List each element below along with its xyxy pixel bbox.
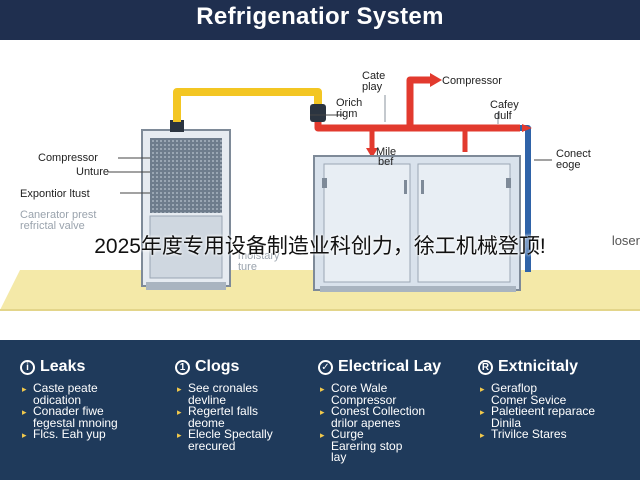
item-line: Earering stop	[331, 438, 403, 453]
label-unture: Unture	[76, 166, 110, 178]
label-mile: Mile	[376, 146, 397, 158]
item-line: Curge	[331, 427, 364, 441]
item-line: erecured	[188, 438, 236, 453]
section-clogs: 1 Clogs See cronales devline Regertel fa…	[175, 358, 335, 452]
item-line: devline	[188, 392, 227, 407]
label-dulf: dulf	[494, 110, 512, 122]
list-item: See cronales devline	[175, 381, 335, 407]
compressor-grille	[150, 138, 222, 213]
item-line: Compressor	[331, 392, 397, 407]
section-title: Leaks	[40, 358, 86, 375]
item-line: Trivilce Stares	[491, 427, 567, 441]
list-item: Conader fiwe fegestal mnoing	[20, 404, 180, 430]
list-item: Paletieent reparace Dinila	[478, 404, 638, 430]
item-line: drilor apenes	[331, 415, 401, 430]
list-item: Core Wale Compressor	[318, 381, 478, 407]
section-extnicitaly: R Extnicitaly Geraflop Comer Sevice Pale…	[478, 358, 638, 441]
section-title: Extnicitaly	[498, 358, 579, 375]
label-compressor-left: Compressor	[38, 152, 98, 164]
overlay-caption: 2025年度专用设备制造业科创力，徐工机械登顶!	[94, 235, 546, 258]
refrigeration-diagram: Compressor Unture Expontior ltust Canera…	[0, 40, 640, 336]
cabinet-cap	[170, 120, 184, 132]
troubleshooting-panel: i Leaks Caste peate odication Conader fi…	[0, 340, 640, 480]
label-conect: Conect	[556, 148, 591, 160]
item-line: Conest Collection	[331, 404, 426, 418]
page-title: Refrigenatior System	[196, 3, 444, 30]
section-title: Electrical Lay	[338, 358, 442, 375]
item-line: Caste peate	[33, 381, 98, 395]
item-line: Core Wale	[331, 381, 388, 395]
number-one-icon: 1	[175, 359, 190, 375]
label-play: play	[362, 81, 383, 93]
list-item: Geraflop Comer Sevice	[478, 381, 638, 407]
item-line: Elecle Spectally	[188, 427, 273, 441]
check-icon: ✓	[318, 359, 333, 375]
list-item: Elecle Spectally erecured	[175, 427, 335, 453]
label-molstary: molstary	[238, 250, 280, 262]
list-item: Conest Collection drilor apenes	[318, 404, 478, 430]
item-line: Geraflop	[491, 381, 538, 395]
list-item: Caste peate odication	[20, 381, 180, 407]
label-bef: bef	[378, 156, 394, 168]
item-line: Regertel falls	[188, 404, 259, 418]
list-item: Trivilce Stares	[478, 427, 638, 441]
list-item: Flcs. Eah yup	[20, 427, 180, 441]
item-line: Paletieent reparace	[491, 404, 596, 418]
item-line: fegestal mnoing	[33, 415, 118, 430]
r-badge-icon: R	[478, 359, 493, 375]
label-right-edge: loser	[611, 233, 640, 248]
section-leaks: i Leaks Caste peate odication Conader fi…	[20, 358, 180, 441]
label-ture: ture	[238, 261, 257, 273]
diagram-artwork	[0, 73, 640, 311]
expansion-valve	[310, 104, 326, 122]
suction-line	[173, 88, 322, 122]
item-line: See cronales	[188, 381, 259, 395]
item-line: Flcs. Eah yup	[33, 427, 106, 441]
label-expansion: Expontior ltust	[20, 188, 90, 200]
item-line: Dinila	[491, 415, 522, 430]
label-rigm: rigm	[336, 108, 358, 120]
section-electrical: ✓ Electrical Lay Core Wale Compressor Co…	[318, 358, 478, 464]
label-cafey: Cafey	[490, 99, 519, 111]
list-item: Regertel falls deome	[175, 404, 335, 430]
label-eoge: eoge	[556, 159, 581, 171]
item-line: deome	[188, 415, 225, 430]
label-orich: Orich	[336, 97, 363, 109]
label-valve-faded: refrictal valve	[20, 220, 85, 232]
label-compressor-top: Compressor	[442, 75, 502, 87]
title-bar: Refrigenatior System	[0, 0, 640, 40]
label-generator-faded: Canerator prest	[20, 209, 97, 221]
item-line: Conader fiwe	[33, 404, 104, 418]
info-icon: i	[20, 359, 35, 375]
item-line: Comer Sevice	[491, 392, 567, 407]
item-line: odication	[33, 392, 82, 407]
list-item: Curge Earering stop lay	[318, 427, 478, 464]
label-cate: Cate	[362, 70, 386, 82]
section-title: Clogs	[195, 358, 240, 375]
item-line: lay	[331, 450, 347, 464]
